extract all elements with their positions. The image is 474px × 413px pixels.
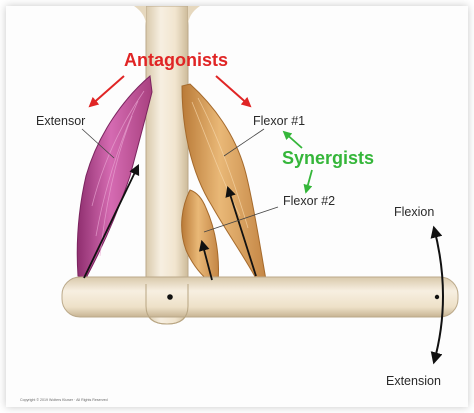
hand-dot: [434, 294, 440, 300]
extension-label: Extension: [386, 374, 441, 388]
synergists-label: Synergists: [282, 148, 374, 168]
antagonists-arrow-right: [215, 75, 252, 108]
flexor-2-label: Flexor #2: [283, 194, 335, 208]
extensor-force-arrow: [83, 164, 140, 279]
flexor-1-label: Flexor #1: [253, 114, 305, 128]
flexor-1-leader-line: [223, 128, 265, 157]
copyright-text: Copyright © 2019 Wolters Kluwer · All Ri…: [20, 398, 108, 402]
synergists-arrow-up: [282, 130, 303, 149]
flexion-extension-arrow: [430, 225, 444, 365]
antagonists-arrow-left: [88, 75, 125, 108]
flexor-2-leader-line: [203, 206, 279, 233]
flexor-2-force-arrow: [198, 239, 213, 281]
flexor-1-force-arrow: [225, 185, 257, 277]
flexion-label: Flexion: [394, 205, 434, 219]
extensor-leader-line: [81, 128, 115, 159]
elbow-joint-dot: [167, 294, 173, 300]
antagonists-label: Antagonists: [124, 50, 228, 70]
synergists-arrow-down: [303, 169, 313, 194]
muscle-action-diagram: Antagonists Synergists Extensor Flexor #…: [20, 6, 459, 402]
lower-bone: [61, 276, 459, 325]
extensor-label: Extensor: [36, 114, 85, 128]
extensor-muscle: [76, 75, 153, 279]
